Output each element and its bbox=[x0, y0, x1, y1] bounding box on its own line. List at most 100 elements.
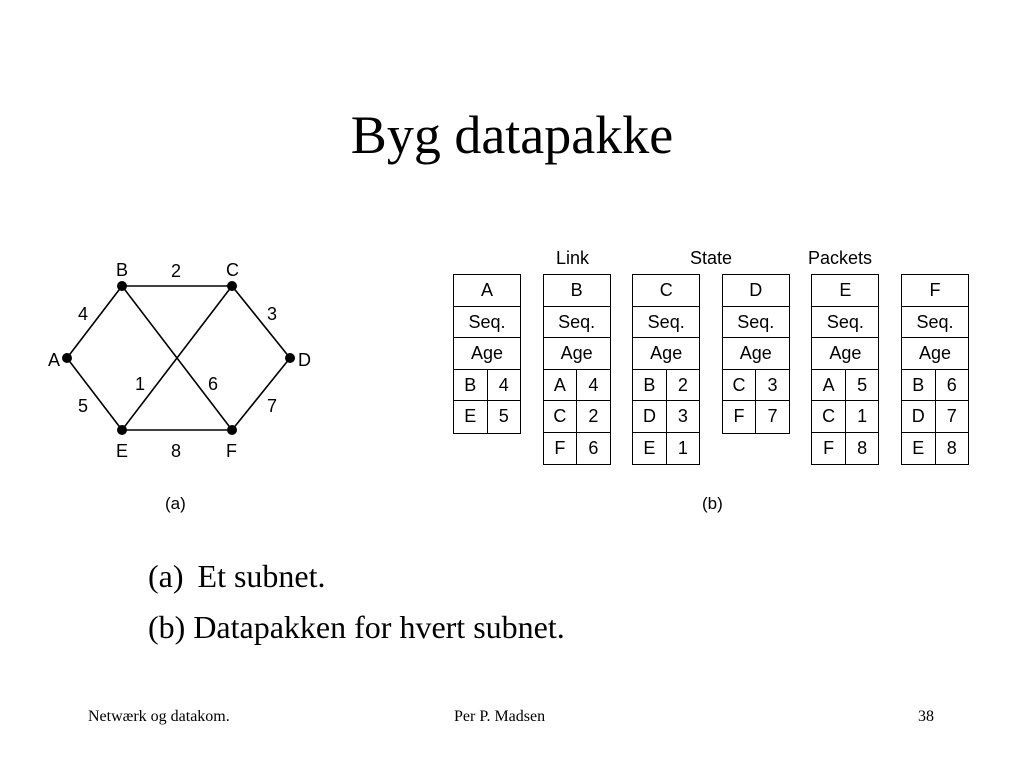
footer-author: Per P. Madsen bbox=[454, 708, 546, 725]
neighbor-cost: 5 bbox=[857, 374, 868, 395]
packet-name: E bbox=[812, 275, 879, 307]
slide-title: Byg datapakke bbox=[350, 105, 674, 165]
packet-name: C bbox=[633, 275, 700, 307]
neighbor-cost: 7 bbox=[767, 406, 778, 426]
sublabel-a: (a) bbox=[165, 494, 186, 513]
neighbor-cost: 3 bbox=[677, 406, 688, 426]
node-A bbox=[62, 353, 72, 363]
neighbor-cost: 5 bbox=[498, 406, 509, 426]
packet-name: A bbox=[454, 275, 520, 307]
neighbor-cost: 8 bbox=[857, 437, 868, 458]
packet-seq: Seq. bbox=[722, 307, 789, 338]
neighbor-name: B bbox=[633, 369, 667, 400]
edge-C-D bbox=[231, 285, 291, 359]
neighbor-cost: 3 bbox=[767, 374, 778, 395]
caption-marker: (a) bbox=[148, 558, 184, 594]
neighbor-name: B bbox=[454, 369, 488, 400]
packet-name: B bbox=[543, 275, 610, 307]
caption-line-1: (a) Et subnet. bbox=[148, 556, 326, 596]
neighbor-name: A bbox=[544, 369, 578, 400]
neighbor-name: D bbox=[633, 401, 667, 432]
edge-B-F bbox=[121, 285, 233, 431]
neighbor-cost: 7 bbox=[946, 406, 957, 426]
node-B bbox=[117, 281, 127, 291]
node-label-A: A bbox=[48, 350, 60, 370]
edge-weight-C-E: 1 bbox=[135, 374, 145, 394]
edge-A-B bbox=[66, 285, 123, 359]
header-packets: Packets bbox=[808, 248, 873, 268]
neighbor-name: E bbox=[454, 401, 488, 433]
neighbor-cost: 2 bbox=[677, 374, 688, 395]
node-E bbox=[117, 425, 127, 435]
neighbor-name: C bbox=[723, 369, 757, 400]
neighbor-cost: 8 bbox=[946, 437, 957, 458]
header-link: Link bbox=[556, 248, 590, 268]
node-label-F: F bbox=[226, 441, 237, 461]
node-label-D: D bbox=[298, 350, 311, 370]
header-state: State bbox=[690, 248, 733, 268]
edge-D-F bbox=[231, 357, 291, 431]
packet-seq: Seq. bbox=[543, 307, 610, 338]
neighbor-name: C bbox=[544, 401, 578, 432]
neighbor-name: D bbox=[902, 401, 936, 432]
neighbor-cost: 1 bbox=[677, 437, 688, 458]
node-C bbox=[227, 281, 237, 291]
footer-course: Netwærk og datakom. bbox=[88, 708, 230, 725]
caption-line-2: (b) Datapakken for hvert subnet. bbox=[148, 609, 565, 645]
neighbor-cost: 6 bbox=[946, 374, 957, 395]
edge-A-E bbox=[66, 357, 123, 431]
packet-age: Age bbox=[722, 338, 789, 370]
neighbor-cost: 1 bbox=[857, 406, 868, 426]
packet-name: D bbox=[722, 275, 789, 307]
edge-weight-B-F: 6 bbox=[208, 374, 218, 394]
packet-seq: Seq. bbox=[454, 307, 520, 338]
neighbor-cost: 6 bbox=[588, 437, 599, 458]
edge-weight-A-B: 4 bbox=[78, 304, 88, 324]
caption-text: Et subnet. bbox=[197, 558, 326, 594]
neighbor-name: F bbox=[812, 432, 846, 464]
node-label-E: E bbox=[116, 441, 128, 461]
neighbor-name: B bbox=[902, 369, 936, 400]
neighbor-name: E bbox=[633, 432, 667, 464]
packet-age: Age bbox=[454, 338, 520, 370]
node-F bbox=[227, 425, 237, 435]
edge-weight-E-F: 8 bbox=[171, 441, 181, 461]
packet-age: Age bbox=[902, 338, 968, 370]
node-label-C: C bbox=[226, 260, 239, 280]
edge-weight-B-C: 2 bbox=[171, 261, 181, 281]
edge-weight-A-E: 5 bbox=[78, 396, 88, 416]
neighbor-cost: 4 bbox=[498, 374, 509, 395]
packet-seq: Seq. bbox=[812, 307, 879, 338]
neighbor-name: F bbox=[723, 401, 757, 433]
packet-seq: Seq. bbox=[633, 307, 700, 338]
neighbor-name: A bbox=[812, 369, 846, 400]
packet-age: Age bbox=[633, 338, 700, 370]
neighbor-cost: 2 bbox=[588, 406, 599, 426]
packet-age: Age bbox=[812, 338, 879, 370]
footer-page-number: 38 bbox=[918, 708, 934, 725]
neighbor-name: C bbox=[812, 401, 846, 432]
